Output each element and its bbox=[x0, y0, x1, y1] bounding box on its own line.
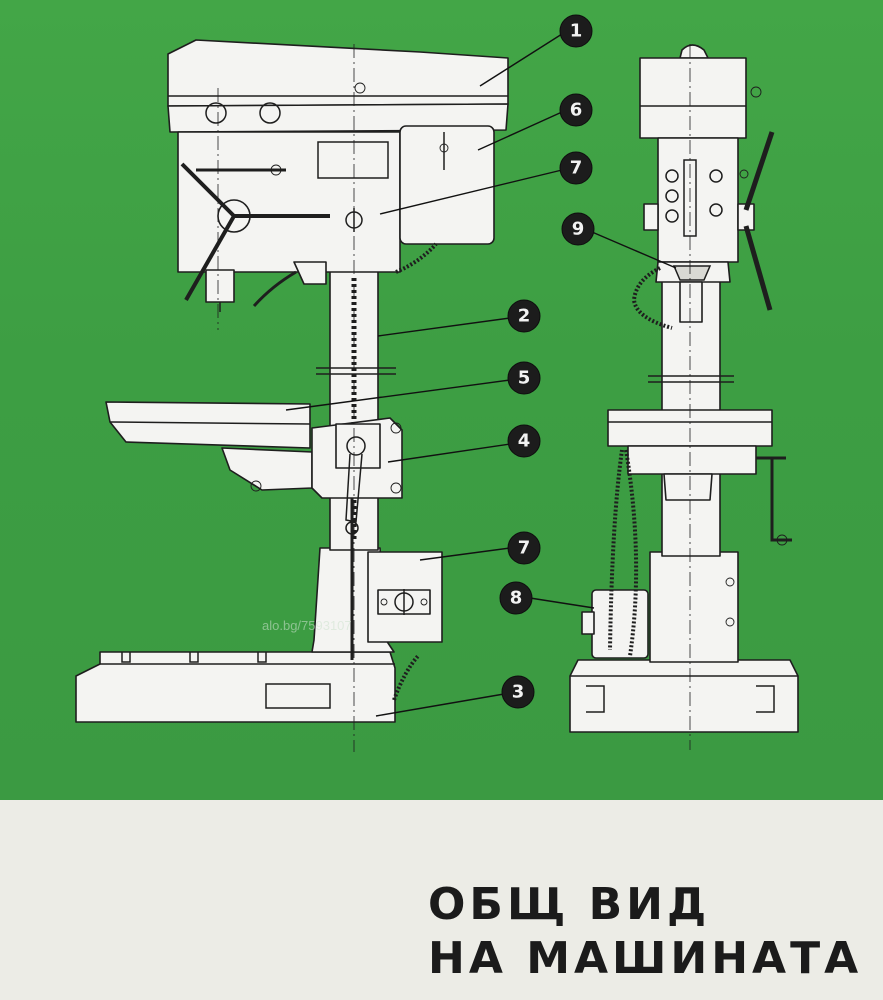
callout-2: 2 bbox=[507, 299, 541, 333]
side-lower-hose-a bbox=[608, 449, 624, 651]
callout-badge-3-circle bbox=[501, 675, 535, 709]
callout-badge-4-label: 4 bbox=[518, 431, 531, 452]
callout-badge-5-circle bbox=[507, 361, 541, 395]
callout-badge-8-label: 8 bbox=[510, 588, 523, 609]
front-lower-hose bbox=[392, 654, 420, 701]
callout-badge-4-circle bbox=[507, 424, 541, 458]
callout-badge-7-upper-circle bbox=[559, 151, 593, 185]
side-view bbox=[569, 44, 799, 750]
front-worktable bbox=[105, 401, 403, 535]
callout-badge-2-label: 2 bbox=[518, 306, 531, 327]
front-head bbox=[167, 39, 509, 312]
callout-badge-7-upper-label: 7 bbox=[570, 158, 583, 179]
callout-leaders bbox=[285, 33, 677, 717]
callout-4: 4 bbox=[507, 424, 541, 458]
title-line-1: ОБЩ ВИД bbox=[428, 879, 711, 930]
callout-9: 9 bbox=[561, 212, 595, 246]
side-upper-hose bbox=[631, 266, 673, 330]
callout-3: 3 bbox=[501, 675, 535, 709]
side-lower-housing bbox=[581, 551, 739, 663]
callout-badge-7-lower-circle bbox=[507, 531, 541, 565]
callout-badge-7-lower-label: 7 bbox=[518, 538, 531, 559]
front-lower-housing bbox=[311, 547, 443, 653]
callout-badge-9-label: 9 bbox=[572, 219, 585, 240]
caption-background-panel bbox=[0, 800, 883, 1000]
callout-badge-3-label: 3 bbox=[512, 682, 525, 703]
machine-drawing: alo.bg/7593107 1 6 7 9 2 5 4 bbox=[75, 14, 799, 752]
page-title: ОБЩ ВИД НА МАШИНАТА bbox=[428, 878, 878, 986]
callout-badge-6-label: 6 bbox=[570, 100, 583, 121]
side-base bbox=[569, 659, 799, 733]
callout-8: 8 bbox=[499, 581, 533, 615]
callout-badge-9-circle bbox=[561, 212, 595, 246]
callout-badge-8-circle bbox=[499, 581, 533, 615]
side-head bbox=[639, 44, 775, 323]
callout-badge-6-circle bbox=[559, 93, 593, 127]
callout-6: 6 bbox=[559, 93, 593, 127]
callout-5: 5 bbox=[507, 361, 541, 395]
callout-badge-5-label: 5 bbox=[518, 368, 531, 389]
watermark: alo.bg/7593107 bbox=[262, 618, 352, 633]
callout-badge-1-circle bbox=[559, 14, 593, 48]
title-line-2: НА МАШИНАТА bbox=[428, 933, 863, 984]
callout-badge-1-label: 1 bbox=[570, 21, 583, 42]
front-view bbox=[75, 39, 509, 752]
callout-1: 1 bbox=[559, 14, 593, 48]
callout-7-lower: 7 bbox=[507, 531, 541, 565]
front-base bbox=[75, 651, 396, 723]
callout-7-upper: 7 bbox=[559, 151, 593, 185]
callout-badge-2-circle bbox=[507, 299, 541, 333]
front-upper-hose bbox=[395, 242, 438, 274]
